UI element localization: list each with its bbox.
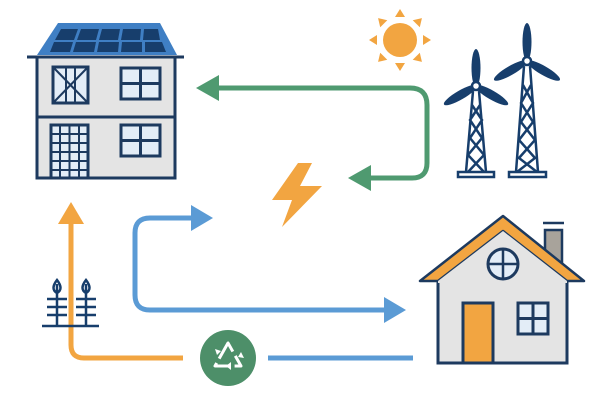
door-icon xyxy=(461,301,495,365)
arrowhead-left-icon xyxy=(348,165,371,191)
recycle-icon xyxy=(200,330,256,386)
door-icon xyxy=(49,123,90,180)
wind-turbine-icon xyxy=(443,49,509,179)
sun-icon xyxy=(369,9,431,71)
power-pylon-icon xyxy=(42,277,99,328)
arrowhead-up-icon xyxy=(58,202,84,224)
solar-roof-building-icon xyxy=(27,23,184,180)
wind-turbine-icon xyxy=(493,23,561,179)
house-icon xyxy=(418,214,586,365)
window-icon xyxy=(119,66,162,101)
green-flow-arrow xyxy=(196,75,430,191)
lightning-bolt-icon xyxy=(272,163,322,227)
arrowhead-left-icon xyxy=(196,75,219,101)
blue-flow-arrow xyxy=(132,205,406,323)
orange-flow-arrow xyxy=(58,202,183,361)
window-icon xyxy=(119,123,162,158)
window-icon xyxy=(51,65,90,105)
arrowhead-right-icon xyxy=(191,205,213,231)
window-icon xyxy=(516,301,550,336)
arrowhead-right-icon xyxy=(384,297,406,323)
